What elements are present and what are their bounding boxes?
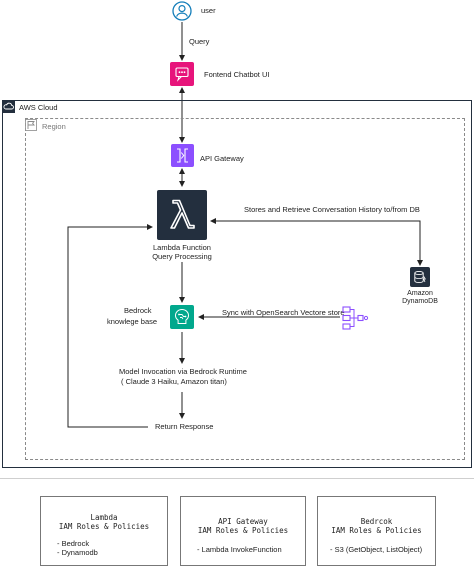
iam-lambda-box: Lambda IAM Roles & Policies - Bedrock - …	[40, 496, 168, 566]
lambda-label-line1: Lambda Function	[153, 243, 211, 252]
iam-api-gateway-title: API Gateway	[218, 517, 268, 526]
dynamodb-label-line1: Amazon	[407, 290, 433, 297]
iam-lambda-title: Lambda	[90, 513, 118, 522]
iam-api-gateway-subtitle: IAM Roles & Policies	[197, 526, 289, 535]
frontend-chatbot-icon	[170, 62, 194, 86]
bedrock-label-line2: knowlege base	[107, 317, 158, 326]
edge-return-lambda	[67, 224, 153, 428]
iam-bedrock-item: - S3 (GetObject, ListObject)	[330, 545, 423, 554]
region-label: Region	[42, 122, 66, 131]
bedrock-knowledge-base-icon	[170, 305, 194, 329]
aws-cloud-label: AWS Cloud	[19, 103, 58, 112]
lambda-label-line2: Query Processing	[152, 252, 212, 261]
history-edge-label: Stores and Retrieve Conversation History…	[244, 205, 420, 214]
aws-cloud-group	[2, 100, 472, 468]
frontend-label: Fontend Chatbot UI	[204, 70, 270, 79]
opensearch-vector-store-icon	[341, 304, 369, 332]
api-gateway-label: API Gateway	[200, 154, 244, 163]
iam-api-gateway-item: - Lambda InvokeFunction	[197, 545, 282, 554]
sync-edge-label: Sync with OpenSearch Vectore store	[222, 308, 345, 317]
iam-lambda-subtitle: IAM Roles & Policies	[58, 522, 150, 531]
iam-lambda-item: - Dynamodb	[57, 548, 98, 557]
invoke-edge-label-line2: ( Claude 3 Haiku, Amazon titan)	[121, 377, 227, 386]
iam-bedrock-box: Bedrcok IAM Roles & Policies - S3 (GetOb…	[317, 496, 436, 566]
dynamodb-icon	[410, 267, 430, 287]
iam-lambda-item: - Bedrock	[57, 539, 90, 548]
region-flag-icon	[25, 118, 37, 131]
invoke-edge-label-line1: Model Invocation via Bedrock Runtime	[119, 367, 247, 376]
bedrock-label-line1: Bedrock	[124, 306, 152, 315]
user-label: user	[201, 6, 216, 15]
query-label: Query	[189, 37, 210, 46]
lambda-icon	[157, 190, 207, 240]
region-group	[25, 118, 465, 460]
iam-bedrock-subtitle: IAM Roles & Policies	[331, 526, 422, 535]
edge-lambda-dynamodb	[211, 220, 423, 266]
api-gateway-icon	[171, 144, 194, 167]
aws-cloud-icon	[2, 100, 15, 113]
return-response-label: Return Response	[155, 422, 214, 431]
iam-api-gateway-box: API Gateway IAM Roles & Policies - Lambd…	[180, 496, 306, 566]
iam-bedrock-title: Bedrcok	[360, 517, 393, 526]
divider	[0, 478, 474, 479]
dynamodb-label-line2: DynamoDB	[402, 298, 438, 305]
user-icon	[172, 1, 192, 21]
